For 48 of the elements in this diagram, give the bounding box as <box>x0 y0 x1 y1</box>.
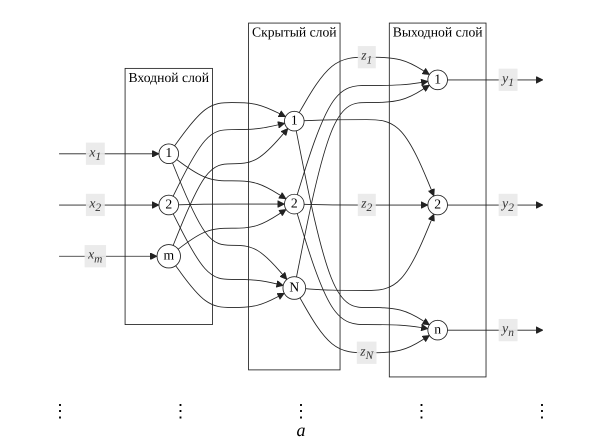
caption: a <box>296 420 306 441</box>
arrow <box>296 213 428 332</box>
arrow <box>172 162 288 280</box>
arrow <box>305 214 435 291</box>
arrow <box>58 252 158 260</box>
arrow <box>178 200 285 208</box>
node-circle: 2 <box>284 194 305 214</box>
edge-label: y$_{2}$ <box>502 196 514 214</box>
arrow <box>175 265 285 308</box>
node-circle: 2 <box>158 194 180 216</box>
arrow <box>172 128 288 246</box>
edge-label: x$_{2}$ <box>89 196 102 214</box>
node-circle: 1 <box>427 70 448 90</box>
arrow <box>176 159 286 200</box>
node-circle: n <box>427 320 448 340</box>
edge-label: y$_{n}$ <box>502 322 514 339</box>
ellipsis-label: ⋮ <box>51 400 70 422</box>
arrow <box>304 201 428 209</box>
arrow <box>58 150 160 158</box>
arrow <box>172 213 284 288</box>
arrow <box>299 297 430 354</box>
ellipsis-label: ⋮ <box>172 400 190 422</box>
node-circle: m <box>156 244 181 268</box>
edge-label: z$_{N}$ <box>360 344 374 362</box>
node-circle: N <box>282 276 306 300</box>
node-circle: 2 <box>427 194 448 216</box>
edge-label: z$_{1}$ <box>361 48 372 66</box>
arrow <box>58 201 160 209</box>
arrow <box>296 78 428 196</box>
node-circle: 1 <box>284 110 305 132</box>
arrow <box>447 326 544 334</box>
arrow <box>298 56 430 114</box>
edge-label: z$_{2}$ <box>361 196 372 214</box>
node-circle: 1 <box>158 144 180 164</box>
arrow <box>447 201 544 209</box>
edge-label: y$_{1}$ <box>502 71 514 89</box>
ellipsis-label: ⋮ <box>532 400 551 422</box>
arrow <box>447 76 544 84</box>
arrow <box>174 102 286 146</box>
ellipsis-label: ⋮ <box>412 400 430 422</box>
arrow <box>172 121 286 197</box>
arrow <box>304 119 435 196</box>
edge-label: x$_{1}$ <box>89 145 102 162</box>
arrow <box>296 84 430 278</box>
arrow <box>296 130 430 326</box>
edge-label: x$_{m}$ <box>88 248 102 265</box>
arrow <box>178 209 286 250</box>
ellipsis-label: ⋮ <box>292 400 310 422</box>
